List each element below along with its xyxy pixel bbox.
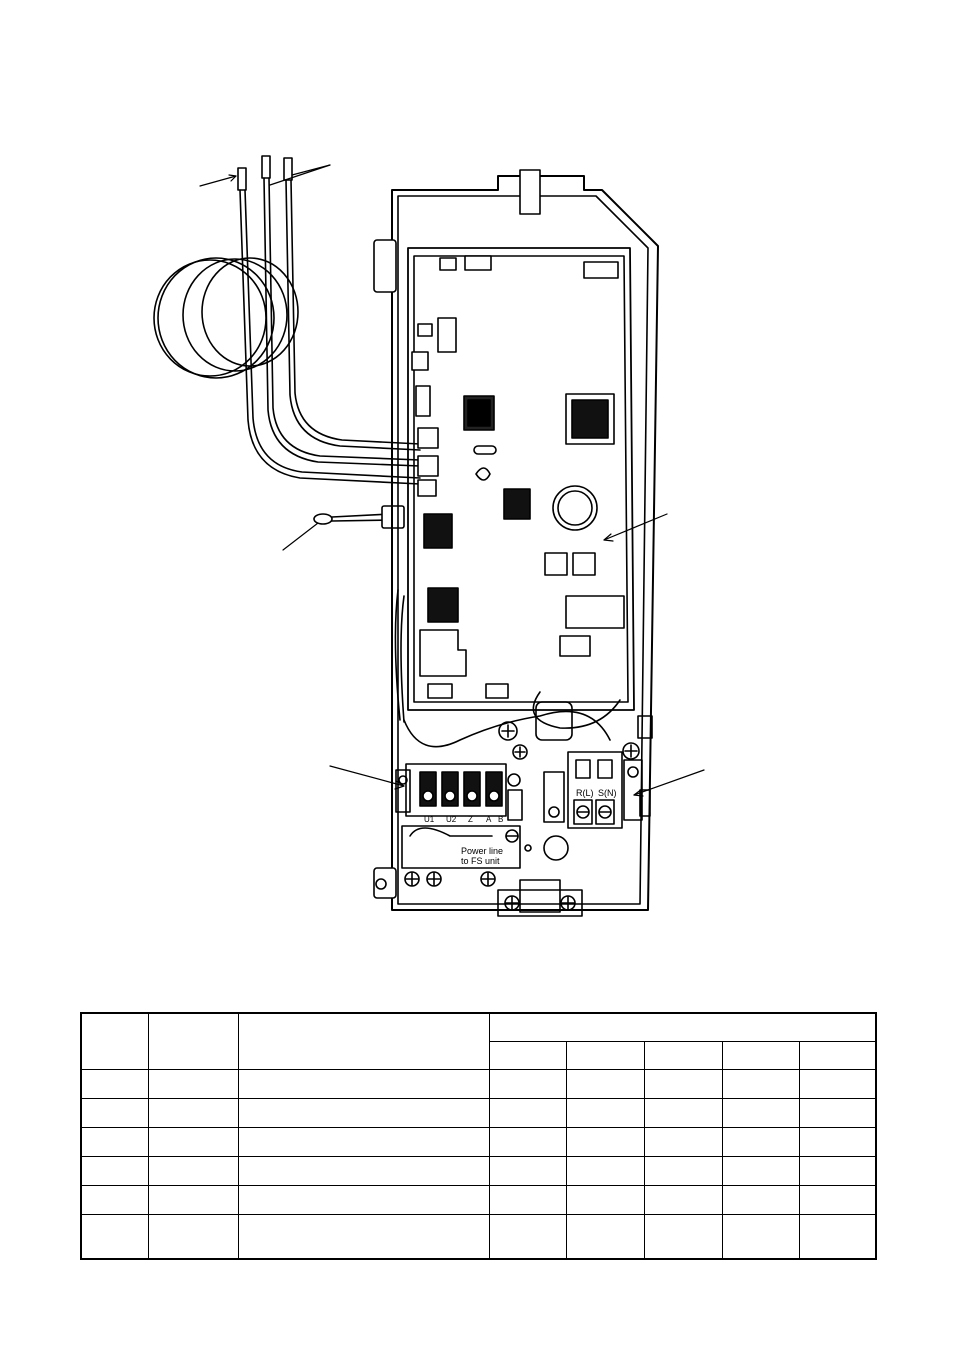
terminal-label-b: B (498, 815, 503, 824)
leader-lines (329, 513, 705, 797)
pcb-board (407, 247, 635, 711)
table-header-cell (80, 1012, 149, 1070)
sensor-leads (153, 155, 421, 485)
power-line-note-line2: to FS unit (461, 856, 500, 866)
terminal-label-z: Z (468, 815, 473, 824)
terminal-label-s: S(N) (598, 788, 617, 798)
terminal-label-r: R(L) (576, 788, 594, 798)
terminal-strip-labels: U1 U2 Z A B (424, 815, 503, 824)
table-row (80, 1155, 877, 1186)
thermistor-probe (282, 505, 405, 551)
terminal-label-a: A (486, 815, 492, 824)
table-row (80, 1097, 877, 1128)
table-header-row (80, 1012, 877, 1070)
table-header-cell (488, 1012, 877, 1042)
table-row (80, 1068, 877, 1099)
table-header-cell (721, 1040, 800, 1070)
table-header-cell (565, 1040, 645, 1070)
table-header-cell (147, 1012, 239, 1070)
table-header-cell (488, 1040, 567, 1070)
table-header-cell (237, 1012, 490, 1070)
table-subheader-row (81, 1040, 877, 1070)
terminal-label-u1: U1 (424, 815, 435, 824)
table-header-cell (798, 1040, 877, 1070)
terminal-section (394, 589, 643, 917)
table-row (80, 1184, 877, 1215)
table-header-cell (643, 1040, 723, 1070)
table-row (80, 1213, 877, 1260)
table-row (80, 1126, 877, 1157)
power-line-note-line1: Power line (461, 846, 503, 856)
parts-table (80, 1012, 878, 1260)
terminal-label-u2: U2 (446, 815, 457, 824)
leader-lines-sensor (199, 164, 331, 187)
power-terminal-labels: R(L) S(N) (576, 788, 617, 798)
power-line-note: Power line to FS unit (461, 846, 503, 866)
